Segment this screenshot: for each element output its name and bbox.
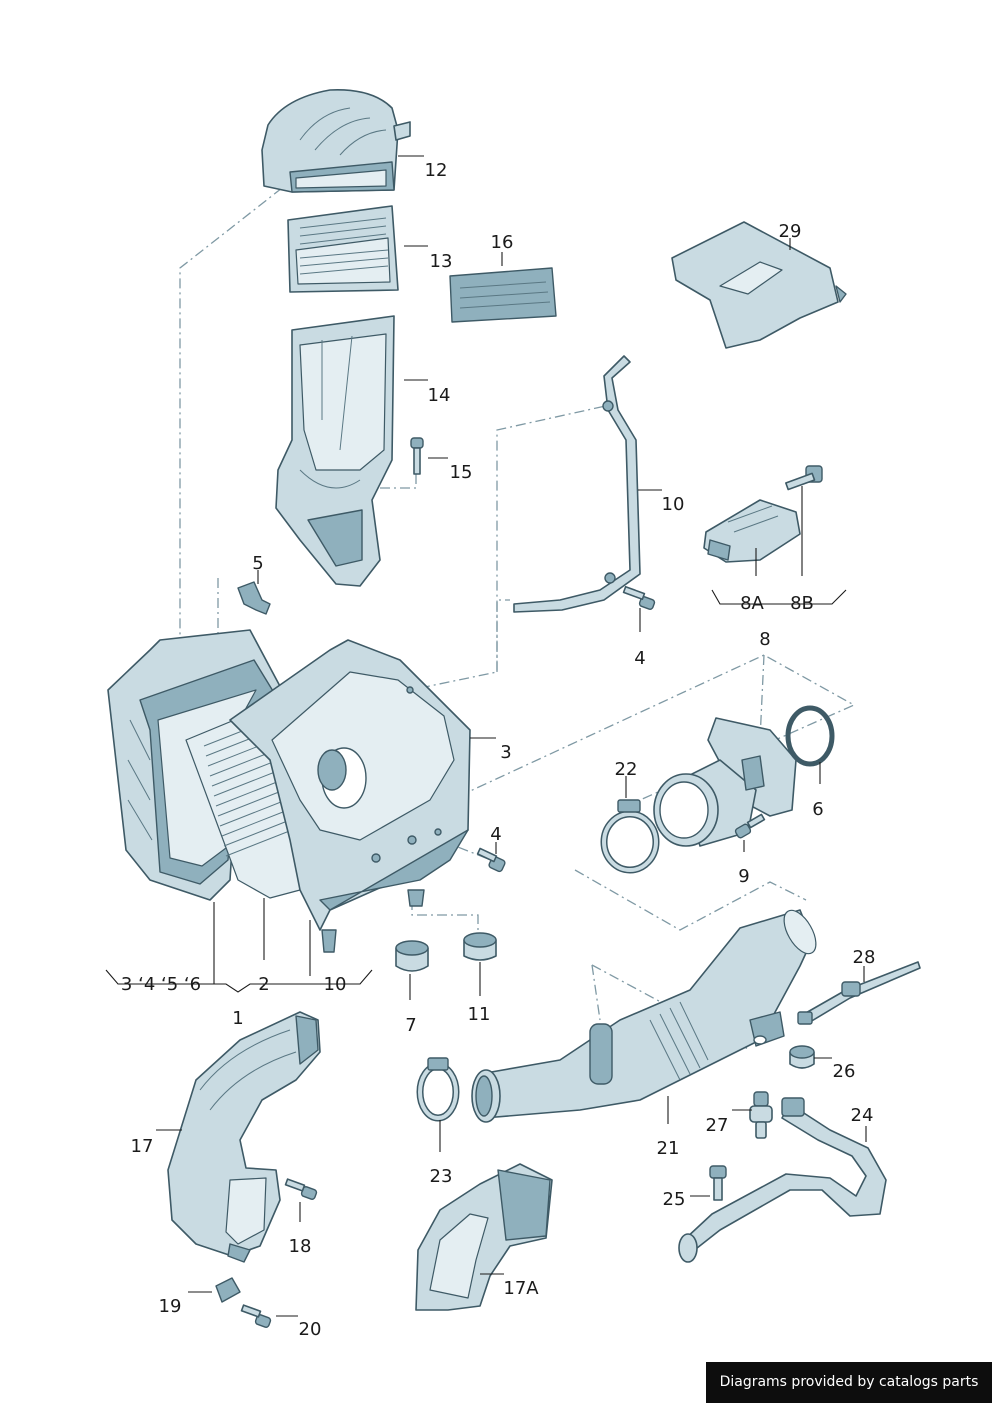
part-10-vent-hose xyxy=(513,355,641,613)
part-25-bolt xyxy=(709,1165,727,1201)
part-20-screw xyxy=(240,1304,272,1328)
part-9-screw xyxy=(734,813,766,839)
callout-17: 17 xyxy=(131,1136,154,1157)
part-4-screw-upper xyxy=(622,585,656,610)
callout-6: 6 xyxy=(812,799,823,820)
callout-1: 1 xyxy=(232,1008,243,1029)
part-13-duct-seal xyxy=(287,205,399,293)
callout-8a: 8A xyxy=(740,593,764,614)
callout-13: 13 xyxy=(430,251,453,272)
callout-4-lower: 4 xyxy=(490,824,501,845)
part-3-housing-upper xyxy=(229,639,471,953)
part-7-grommet xyxy=(395,940,429,972)
callout-8: 8 xyxy=(759,629,770,650)
callout-14: 14 xyxy=(428,385,451,406)
callout-7: 7 xyxy=(405,1015,416,1036)
part-17-air-guide xyxy=(167,1011,321,1263)
part-15-screw xyxy=(410,437,424,475)
callout-23: 23 xyxy=(430,1166,453,1187)
callout-labels: 12 13 16 29 14 15 10 5 8A 8B 4 8 3 22 6 … xyxy=(121,160,876,1340)
part-22-hose-clamp xyxy=(600,799,660,874)
part-12-intake-duct-upper xyxy=(261,89,411,193)
part-4-screw-lower xyxy=(476,847,506,873)
callout-4-upper: 4 xyxy=(634,648,645,669)
part-21-intake-pipe xyxy=(471,909,817,1123)
callout-5: 5 xyxy=(252,553,263,574)
part-27-valve xyxy=(749,1091,773,1139)
part-8-air-flow-meter xyxy=(653,717,797,847)
part-18-screw xyxy=(284,1178,318,1200)
callout-26: 26 xyxy=(833,1061,856,1082)
part-8a-air-mass-sensor xyxy=(703,499,801,563)
callout-28: 28 xyxy=(853,947,876,968)
callout-12: 12 xyxy=(425,160,448,181)
part-17a-air-guide xyxy=(415,1163,553,1311)
leader-lines xyxy=(105,155,867,1317)
part-24-hose xyxy=(678,1097,887,1263)
callout-9: 9 xyxy=(738,866,749,887)
callout-25: 25 xyxy=(663,1189,686,1210)
part-11-buffer xyxy=(463,932,497,961)
callout-22: 22 xyxy=(615,759,638,780)
part-29-cover xyxy=(671,221,847,349)
credit-banner: Diagrams provided by catalogs parts xyxy=(706,1362,992,1403)
callout-24: 24 xyxy=(851,1105,874,1126)
part-14-intake-duct xyxy=(275,315,395,587)
part-19-clip xyxy=(215,1277,241,1303)
callout-3: 3 xyxy=(500,742,511,763)
callout-18: 18 xyxy=(289,1236,312,1257)
callout-19: 19 xyxy=(159,1296,182,1317)
callout-10-vent-hose: 10 xyxy=(662,494,685,515)
callout-16: 16 xyxy=(491,232,514,253)
part-26-grommet xyxy=(789,1045,815,1069)
part-8b-bolt xyxy=(785,465,823,491)
part-28-sensor-cable xyxy=(797,961,921,1025)
part-5-rubber-mount xyxy=(237,581,271,615)
callout-21: 21 xyxy=(657,1138,680,1159)
callout-27: 27 xyxy=(706,1115,729,1136)
part-23-hose-clamp xyxy=(416,1057,460,1122)
callout-3456: 3 ‘4 ‘5 ‘6 xyxy=(121,974,201,995)
callout-15: 15 xyxy=(450,462,473,483)
callout-2: 2 xyxy=(258,974,269,995)
callout-10-lower: 10 xyxy=(324,974,347,995)
callout-17a: 17A xyxy=(503,1278,539,1299)
callout-20: 20 xyxy=(299,1319,322,1340)
part-6-o-ring xyxy=(785,705,835,767)
callout-29: 29 xyxy=(779,221,802,242)
callout-8b: 8B xyxy=(790,593,814,614)
callout-11: 11 xyxy=(468,1004,491,1025)
part-16-pad xyxy=(449,267,557,323)
